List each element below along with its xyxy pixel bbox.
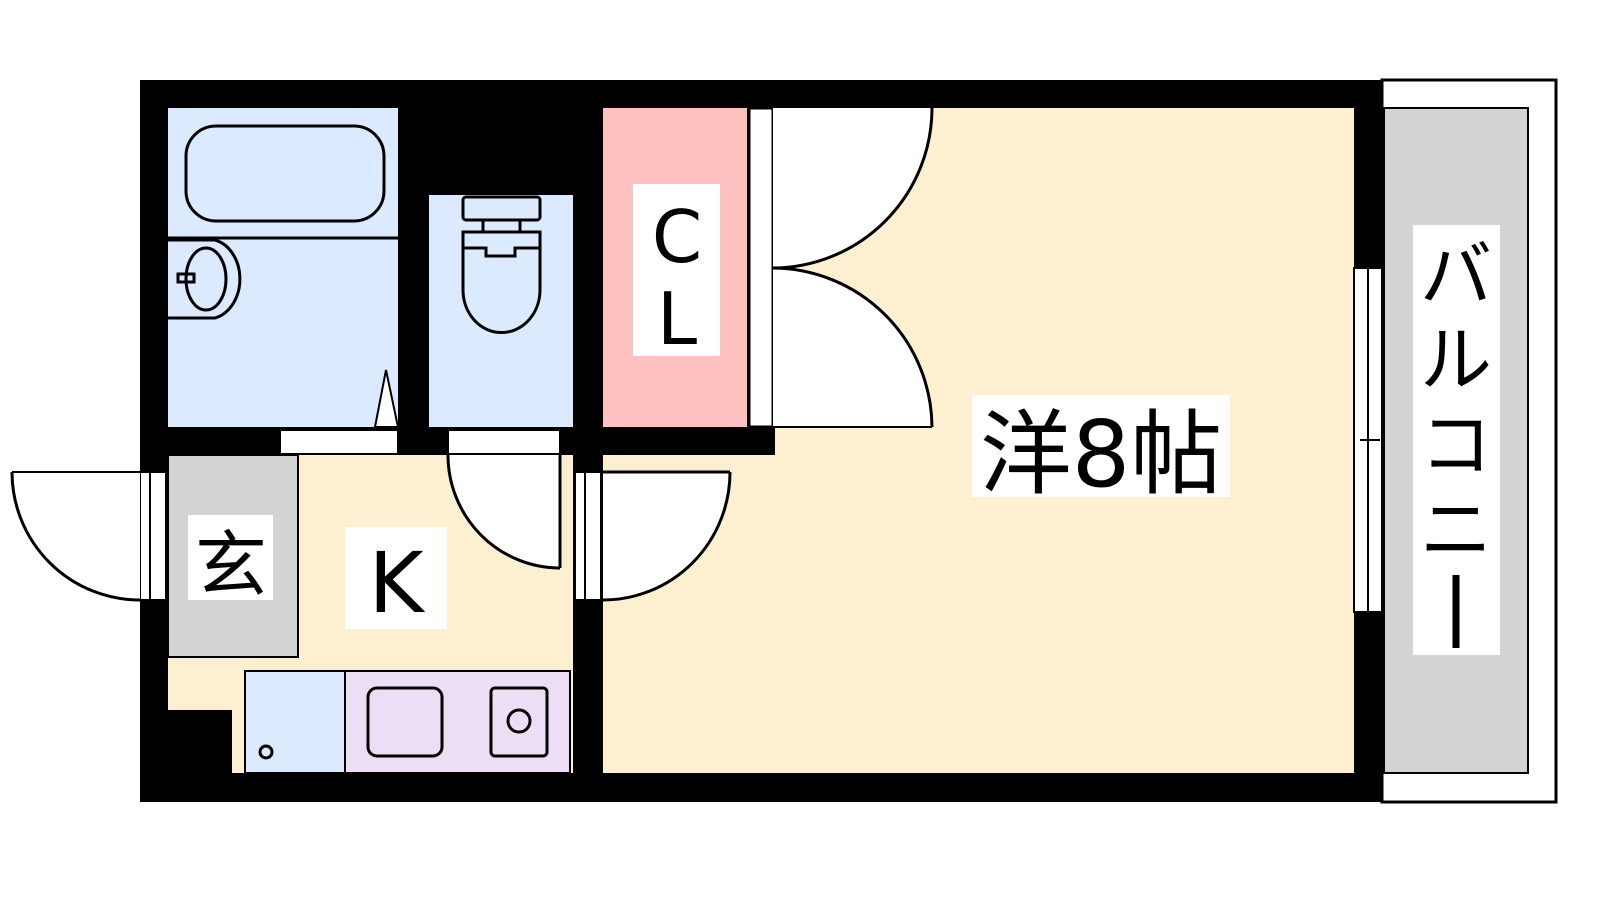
balcony-label-char: ル (1420, 318, 1492, 402)
toilet-door[interactable] (447, 429, 561, 455)
kitchen-label: K (368, 534, 425, 632)
genkan-label-box (188, 515, 273, 600)
burner-icon (506, 708, 532, 734)
genkan-label: 玄 (195, 523, 267, 607)
entrance-door[interactable] (10, 471, 167, 602)
drain-marker (373, 369, 400, 428)
genkan: 玄 (167, 454, 299, 658)
closet: C L (603, 108, 747, 427)
balcony-label-char: コ (1420, 403, 1492, 487)
washbasin-icon (168, 238, 242, 320)
balcony-label-char: バ (1420, 233, 1492, 317)
balcony: バ ル コ ニ (1380, 78, 1558, 804)
toilet-icon (461, 195, 542, 334)
closet-label-box (633, 184, 720, 356)
balcony-label-char: ニ (1420, 488, 1492, 572)
faucet-icon (258, 744, 274, 760)
kitchen-label-box (345, 527, 447, 629)
balcony-window[interactable] (1353, 267, 1383, 613)
wall-block (168, 710, 232, 773)
closet-door[interactable] (747, 106, 934, 429)
closet-label-c: C (652, 195, 702, 279)
western-room-label-box (972, 395, 1230, 497)
sink-counter (244, 670, 346, 774)
stove-counter (344, 670, 571, 774)
bathroom (168, 108, 400, 428)
kitchen-counter (244, 670, 571, 774)
western-room-label: 洋8帖 (980, 401, 1223, 508)
bathroom-door[interactable] (279, 429, 399, 455)
sink-basin-icon (366, 686, 444, 758)
western-room: 洋8帖 (603, 108, 1354, 773)
closet-label-l: L (657, 277, 697, 361)
bathtub-icon (184, 124, 386, 223)
western-room-door[interactable] (574, 470, 732, 602)
toilet-door-swing[interactable] (446, 454, 562, 570)
gas-stove-icon (489, 686, 549, 758)
toilet-room (429, 195, 573, 427)
